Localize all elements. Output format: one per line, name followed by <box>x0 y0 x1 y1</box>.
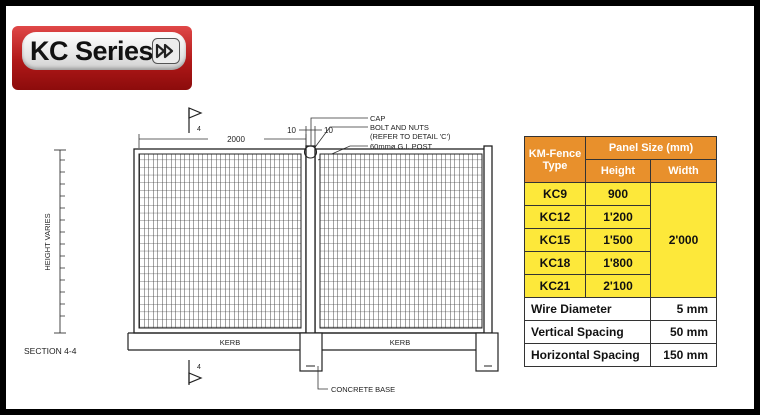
type-cell: KC9 <box>524 182 586 206</box>
height-cell: 1'200 <box>585 205 651 229</box>
concrete-base-right <box>475 332 499 372</box>
concrete-base-leader <box>317 366 328 390</box>
type-header: KM-Fence Type <box>524 136 586 183</box>
height-varies-label: HEIGHT VARIES <box>43 213 52 270</box>
spec-table: KM-Fence Type Panel Size (mm) Height Wid… <box>524 136 717 367</box>
badge-panel: KC Series <box>22 32 186 70</box>
height-cell: 2'100 <box>585 274 651 298</box>
section-flag-bottom: 4 <box>188 360 203 385</box>
fence-panel-left <box>133 148 307 334</box>
spec-label: Wire Diameter <box>524 297 651 321</box>
type-cell: KC15 <box>524 228 586 252</box>
height-cell: 1'500 <box>585 228 651 252</box>
section-flag-top: 4 <box>188 107 203 133</box>
spec-label: Vertical Spacing <box>524 320 651 344</box>
flag-top-label: 4 <box>197 126 201 133</box>
concrete-base-center <box>299 332 323 372</box>
height-dimension: HEIGHT VARIES <box>43 149 66 334</box>
dim-10-right: 10 <box>324 126 333 135</box>
series-badge: KC Series <box>12 26 192 90</box>
spec-value: 150 mm <box>650 343 717 367</box>
post-label: 60mmø G.I. POST <box>370 142 433 151</box>
type-cell: KC18 <box>524 251 586 275</box>
height-cell: 900 <box>585 182 651 206</box>
height-header: Height <box>585 159 651 183</box>
type-cell: KC12 <box>524 205 586 229</box>
width-cell: 2'000 <box>650 182 717 298</box>
bolt-label: BOLT AND NUTS <box>370 123 429 132</box>
kerb-left-label: KERB <box>220 338 240 347</box>
concrete-base-label: CONCRETE BASE <box>331 385 395 394</box>
spec-label: Horizontal Spacing <box>524 343 651 367</box>
width-dimension: 2000 <box>138 134 307 148</box>
section-label: SECTION 4-4 <box>24 346 77 356</box>
type-cell: KC21 <box>524 274 586 298</box>
panel-size-header: Panel Size (mm) <box>585 136 717 160</box>
dim-10-left: 10 <box>287 126 296 135</box>
width-header: Width <box>650 159 717 183</box>
kerb-right-label: KERB <box>390 338 410 347</box>
dim-2000-label: 2000 <box>227 135 245 144</box>
flag-bottom-label: 4 <box>197 364 201 371</box>
cap-label: CAP <box>370 114 385 123</box>
series-title: KC Series <box>30 36 154 66</box>
refer-label: (REFER TO DETAIL 'C') <box>370 132 451 141</box>
spec-value: 50 mm <box>650 320 717 344</box>
height-cell: 1'800 <box>585 251 651 275</box>
fence-panel-right <box>314 148 488 334</box>
spec-value: 5 mm <box>650 297 717 321</box>
post-offset-dimension: 10 10 <box>287 126 333 146</box>
double-arrow-icon <box>152 38 180 64</box>
